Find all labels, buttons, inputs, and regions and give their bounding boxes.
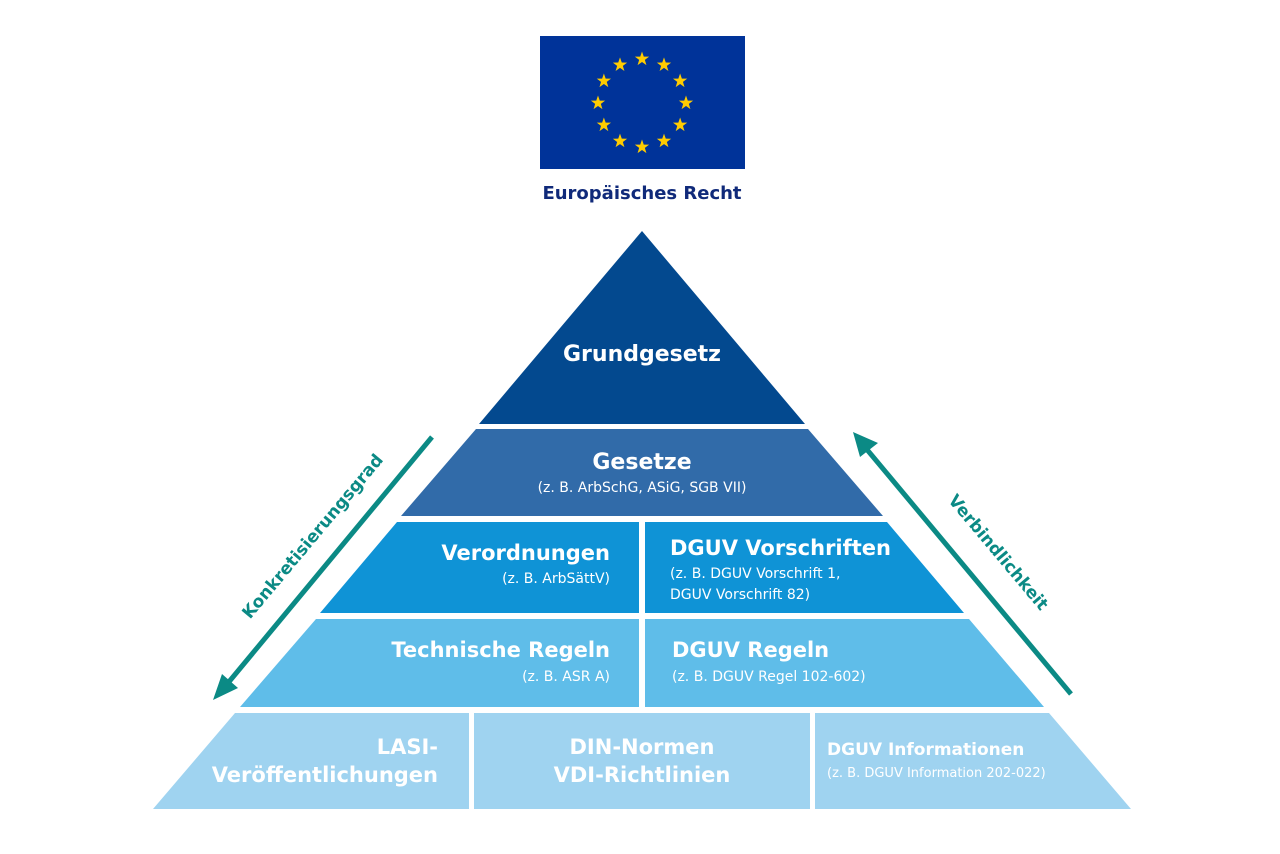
eu-stars — [590, 51, 694, 154]
verbindlichkeit-arrow — [862, 444, 1073, 696]
eu-star-icon — [656, 57, 672, 71]
tier-dguv-vorschriften — [645, 522, 964, 613]
eu-star-icon — [612, 57, 628, 71]
dguv-vorschriften-example-line2: DGUV Vorschrift 82) — [670, 587, 810, 603]
konkretisierungsgrad-arrowhead — [213, 674, 238, 700]
tier-grundgesetz — [479, 231, 805, 424]
verordnungen-title: Verordnungen — [441, 541, 610, 565]
eu-star-icon — [672, 73, 688, 88]
tier-grundgesetz-title: Grundgesetz — [563, 342, 721, 367]
din-normen-line1: DIN-Normen — [570, 735, 715, 759]
din-normen-line2: VDI-Richtlinien — [554, 763, 731, 787]
lasi-line2: Veröffentlichungen — [212, 763, 438, 787]
technische-regeln-title: Technische Regeln — [391, 638, 610, 662]
technische-regeln-example: (z. B. ASR A) — [522, 669, 610, 685]
konkretisierungsgrad-arrow — [221, 435, 434, 691]
eu-star-icon — [634, 51, 650, 66]
eu-flag-icon — [540, 36, 745, 169]
dguv-regeln-title: DGUV Regeln — [672, 638, 829, 662]
dguv-vorschriften-example-line1: (z. B. DGUV Vorschrift 1, — [670, 566, 840, 582]
tier-verordnungen — [320, 522, 639, 613]
eu-star-icon — [672, 117, 688, 132]
eu-star-icon — [634, 139, 650, 154]
dguv-informationen-title: DGUV Informationen — [827, 740, 1024, 760]
dguv-vorschriften-title: DGUV Vorschriften — [670, 536, 891, 560]
tier-din-normen — [474, 713, 810, 809]
dguv-regeln-example: (z. B. DGUV Regel 102-602) — [672, 669, 866, 685]
eu-star-icon — [596, 117, 612, 132]
eu-star-icon — [678, 95, 694, 110]
tier-dguv-informationen — [815, 713, 1131, 809]
eu-star-icon — [596, 73, 612, 88]
tier-gesetze-example: (z. B. ArbSchG, ASiG, SGB VII) — [538, 480, 747, 496]
lasi-line1: LASI- — [377, 735, 438, 759]
tier-gesetze — [401, 429, 883, 516]
tier-dguv-regeln — [645, 619, 1044, 707]
tier-gesetze-title: Gesetze — [592, 450, 691, 475]
dguv-informationen-example: (z. B. DGUV Information 202-022) — [827, 766, 1046, 781]
tier-technische-regeln — [240, 619, 639, 707]
verordnungen-example: (z. B. ArbSättV) — [502, 571, 610, 587]
verbindlichkeit-arrowhead — [853, 432, 878, 457]
eu-star-icon — [612, 133, 628, 148]
verbindlichkeit-label: Verbindlichkeit — [944, 491, 1052, 615]
eu-star-icon — [590, 95, 606, 110]
eu-star-icon — [656, 133, 672, 148]
eu-label: Europäisches Recht — [542, 183, 741, 204]
tier-lasi — [153, 713, 469, 809]
